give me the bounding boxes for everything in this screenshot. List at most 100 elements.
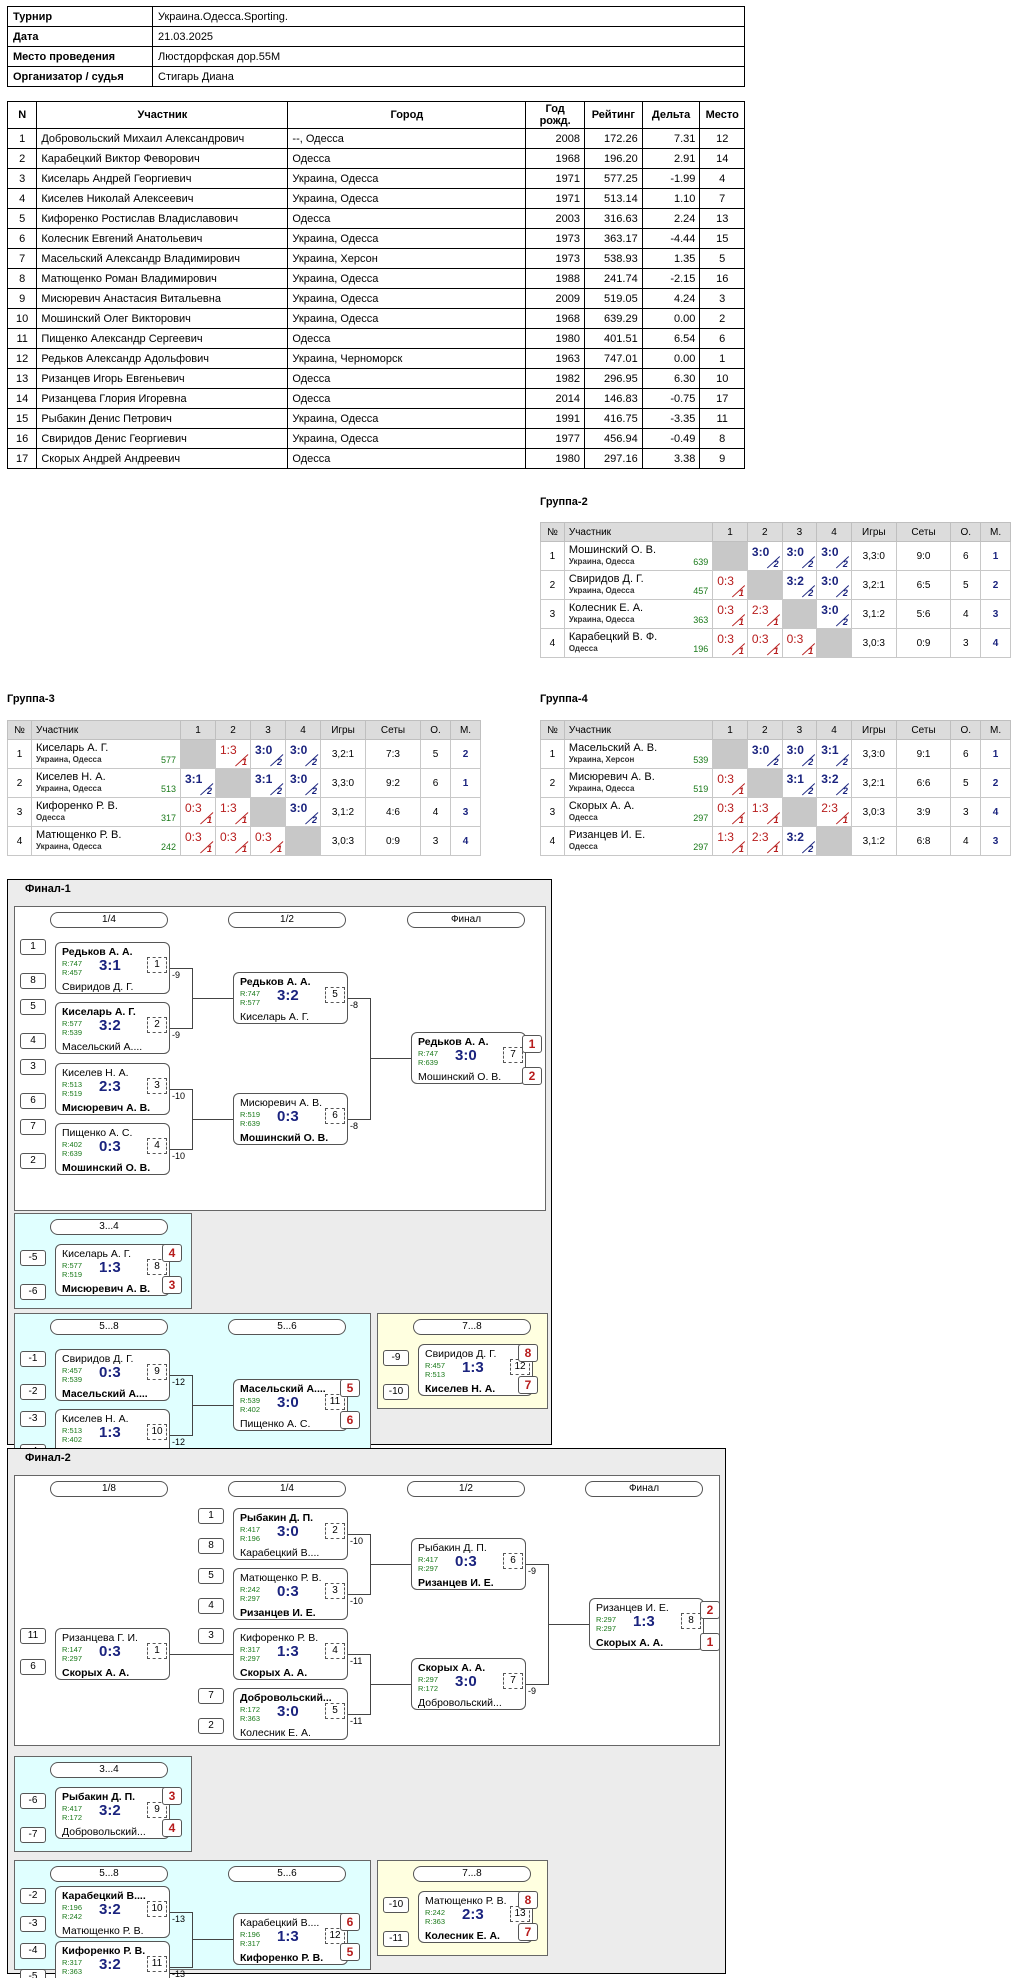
player-2-name: Киселев Н. А. (425, 1383, 496, 1395)
participants-cell: 639.29 (584, 308, 643, 329)
connector-line (370, 1058, 411, 1059)
participants-cell: 2003 (525, 208, 585, 229)
group-header-cell: О. (420, 720, 451, 740)
group-header-cell: Сеты (365, 720, 421, 740)
match-points: 1 (206, 844, 212, 854)
match-number: 3 (147, 1078, 167, 1094)
games-cell: 3,0:3 (850, 797, 897, 827)
participants-cell: -0.75 (641, 388, 701, 409)
participants-cell: Одесса (287, 208, 527, 229)
group-row-number: 4 (7, 826, 32, 856)
round-header: 1/2 (407, 1481, 525, 1497)
round-header: Финал (585, 1481, 703, 1497)
group-header-cell: 2 (746, 720, 783, 740)
player-2-rating: R:317 (240, 1939, 261, 1948)
info-key: Дата (7, 26, 153, 47)
participants-cell: 0.00 (641, 308, 701, 329)
match-points: 2 (773, 559, 779, 569)
next-match-link: -12 (172, 1437, 186, 1447)
group-row-number: 2 (7, 768, 32, 798)
cell-slash (836, 812, 850, 825)
match-number: 5 (325, 1703, 345, 1719)
participants-cell: Мошинский Олег Викторович (36, 308, 289, 329)
cell-slash (235, 812, 249, 825)
connector-line (348, 1714, 370, 1715)
player-2-name: Масельский А.... (62, 1041, 143, 1053)
participants-cell: 16 (6, 428, 38, 449)
games-cell: 3,2:1 (320, 739, 366, 769)
diagonal-cell (215, 768, 251, 798)
info-key: Место проведения (7, 46, 153, 67)
points-cell: 6 (950, 739, 982, 769)
participants-cell: Украина, Одесса (287, 188, 527, 209)
participants-cell: 11 (699, 408, 745, 429)
place-badge: 8 (518, 1344, 538, 1362)
participants-cell: 1.10 (641, 188, 701, 209)
match-score: 3:2 (277, 987, 299, 1004)
place-cell: 4 (980, 628, 1011, 658)
diagonal-cell (816, 826, 852, 856)
group-header-cell: М. (980, 720, 1011, 740)
player-1-rating: R:417 (240, 1525, 261, 1534)
participants-cell: --, Одесса (287, 128, 527, 149)
player-2-rating: R:172 (62, 1813, 83, 1822)
set-score: 0:3 (717, 574, 734, 588)
player-rating: 513 (160, 784, 176, 794)
round-header: 1/4 (50, 912, 168, 928)
player-2-name: Мошинский О. В. (418, 1071, 502, 1083)
participants-cell: Мисюревич Анастасия Витальевна (36, 288, 289, 309)
player-2-rating: R:363 (240, 1714, 261, 1723)
cell-slash (270, 841, 284, 854)
player-name: Колесник Е. А. (568, 602, 644, 614)
player-name: Масельский А. В. (568, 742, 658, 754)
player-1-rating: R:242 (240, 1585, 261, 1594)
set-score: 0:3 (751, 632, 769, 646)
match-points: 1 (738, 588, 744, 598)
player-rating: 539 (693, 755, 709, 765)
player-2-rating: R:297 (596, 1624, 617, 1633)
match-score: 3:2 (99, 1901, 121, 1918)
cell-slash (836, 783, 850, 796)
diagonal-cell (816, 628, 852, 658)
participants-cell: 4 (6, 188, 38, 209)
participants-cell: Свиридов Денис Георгиевич (36, 428, 289, 449)
seed-box: -3 (20, 1916, 46, 1932)
participants-cell: 1973 (525, 228, 585, 249)
participants-cell: Киселарь Андрей Георгиевич (36, 168, 289, 189)
seed-box: 8 (198, 1538, 224, 1554)
place-badge: 6 (340, 1411, 360, 1429)
player-name: Мисюревич А. В. (568, 771, 655, 783)
player-2-name: Скорых А. А. (62, 1667, 130, 1679)
match-points: 1 (206, 815, 212, 825)
points-cell: 4 (420, 797, 451, 827)
group-header-cell: 4 (816, 720, 852, 740)
player-2-name: Ризанцев И. Е. (240, 1607, 316, 1619)
cell-slash (801, 556, 815, 569)
match-number: 4 (147, 1138, 167, 1154)
group-row-number: 3 (540, 797, 565, 827)
games-cell: 3,1:2 (320, 797, 366, 827)
match-score: 0:3 (99, 1643, 121, 1660)
match-number: 1 (147, 1643, 167, 1659)
participants-cell: 3 (699, 288, 745, 309)
participants-cell: 1980 (525, 448, 585, 469)
set-score: 1:3 (220, 743, 237, 757)
cell-slash (200, 841, 214, 854)
player-city: Украина, Одесса (36, 842, 102, 851)
